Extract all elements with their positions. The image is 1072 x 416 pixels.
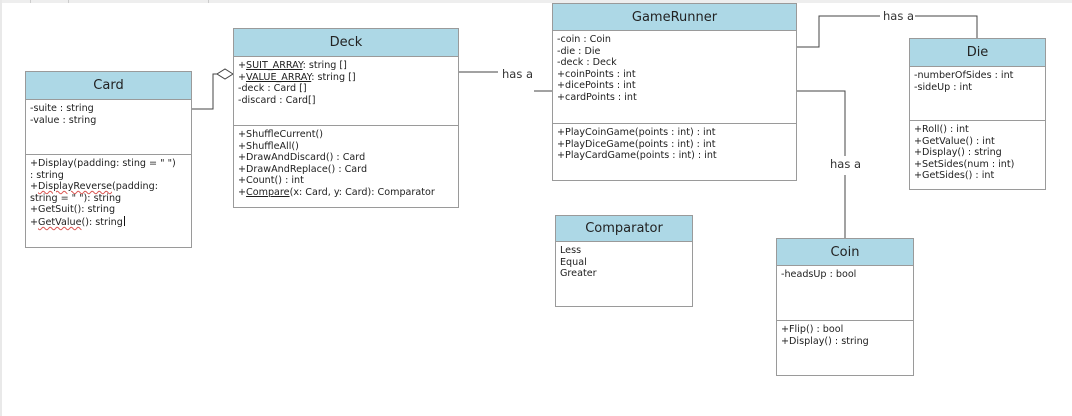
- method: +Flip() : bool: [781, 324, 844, 335]
- class-gamerunner-attributes: -coin : Coin -die : Die -deck : Deck +co…: [553, 31, 796, 124]
- class-gamerunner-title: GameRunner: [553, 4, 796, 31]
- class-die-attributes: -numberOfSides : int -sideUp : int: [910, 67, 1045, 121]
- enum-value: Equal: [560, 256, 587, 268]
- method: +ShuffleAll(): [238, 140, 299, 152]
- attribute: -deck : Card []: [238, 83, 307, 95]
- method: +Display(padding: sting = " "): [30, 158, 176, 169]
- class-comparator-values: Less Equal Greater: [556, 242, 692, 283]
- attribute: -value : string: [30, 114, 97, 126]
- attribute: +coinPoints : int: [557, 68, 636, 80]
- class-card-methods: +Display(padding: sting = " ") : string …: [26, 155, 191, 232]
- class-coin-methods: +Flip() : bool +Display() : string: [777, 321, 913, 350]
- method: +GetSuit(): string: [30, 204, 116, 216]
- method: +GetValue(): string: [30, 215, 125, 228]
- attribute: -numberOfSides : int: [914, 70, 1014, 81]
- class-gamerunner[interactable]: GameRunner -coin : Coin -die : Die -deck…: [552, 3, 797, 181]
- gamerunner-die-connector-end: [914, 15, 978, 39]
- class-die-title: Die: [910, 39, 1045, 67]
- method: +Roll() : int: [914, 124, 969, 135]
- class-coin-title: Coin: [777, 239, 913, 266]
- method: +Compare(x: Card, y: Card): Comparator: [238, 186, 435, 198]
- aggregation-diamond: [216, 68, 234, 80]
- attribute: +SUIT_ARRAY: string []: [238, 60, 347, 71]
- card-deck-connector[interactable]: [191, 73, 233, 110]
- method: +SetSides(num : int): [914, 158, 1015, 170]
- attribute: -sideUp : int: [914, 81, 973, 93]
- canvas-left-edge: [0, 0, 2, 416]
- enum-value: Less: [560, 245, 582, 256]
- class-die[interactable]: Die -numberOfSides : int -sideUp : int +…: [909, 38, 1046, 190]
- method: +PlayDiceGame(points : int) : int: [557, 138, 716, 150]
- text-cursor: [123, 215, 125, 226]
- attribute: +cardPoints : int: [557, 91, 637, 103]
- class-deck-title: Deck: [234, 29, 458, 57]
- class-deck[interactable]: Deck +SUIT_ARRAY: string [] +VALUE_ARRAY…: [233, 28, 459, 208]
- class-comparator[interactable]: Comparator Less Equal Greater: [555, 215, 693, 307]
- attribute: -headsUp : bool: [781, 269, 857, 280]
- attribute: -discard : Card[]: [238, 94, 316, 106]
- deck-gamerunner-label: has a: [501, 67, 535, 81]
- method: +DrawAndReplace() : Card: [238, 163, 368, 175]
- gamerunner-coin-label: has a: [829, 157, 863, 171]
- method: +PlayCoinGame(points : int) : int: [557, 127, 716, 138]
- method-continuation: : string: [30, 169, 64, 181]
- attribute: +VALUE_ARRAY: string []: [238, 71, 356, 83]
- class-coin-attributes: -headsUp : bool: [777, 266, 913, 321]
- method: +PlayCardGame(points : int) : int: [557, 150, 717, 162]
- gamerunner-die-label: has a: [882, 9, 916, 23]
- attribute: +dicePoints : int: [557, 80, 636, 92]
- gamerunner-die-connector[interactable]: [797, 15, 880, 48]
- gamerunner-coin-connector[interactable]: [797, 90, 846, 156]
- class-gamerunner-methods: +PlayCoinGame(points : int) : int +PlayD…: [553, 124, 796, 165]
- attribute: -deck : Deck: [557, 57, 617, 69]
- class-comparator-title: Comparator: [556, 216, 692, 242]
- class-card-title: Card: [26, 72, 191, 100]
- method: +Count() : int: [238, 175, 304, 187]
- method: +DrawAndDiscard() : Card: [238, 152, 366, 164]
- class-card[interactable]: Card -suite : string -value : string +Di…: [25, 71, 192, 248]
- attribute: -coin : Coin: [557, 34, 611, 45]
- method: +GetSides() : int: [914, 170, 995, 182]
- method: +DisplayReverse(padding:: [30, 181, 158, 193]
- attribute: -suite : string: [30, 103, 94, 114]
- canvas-ruler: [0, 0, 1072, 3]
- method: +ShuffleCurrent(): [238, 129, 323, 140]
- class-card-attributes: -suite : string -value : string: [26, 100, 191, 155]
- method-continuation: string = " "): string: [30, 192, 122, 204]
- class-deck-methods: +ShuffleCurrent() +ShuffleAll() +DrawAnd…: [234, 126, 458, 202]
- method: +Display() : string: [914, 147, 1002, 159]
- enum-value: Greater: [560, 268, 597, 280]
- class-die-methods: +Roll() : int +GetValue() : int +Display…: [910, 121, 1045, 185]
- class-coin[interactable]: Coin -headsUp : bool +Flip() : bool +Dis…: [776, 238, 914, 376]
- class-deck-attributes: +SUIT_ARRAY: string [] +VALUE_ARRAY: str…: [234, 57, 458, 126]
- method: +Display() : string: [781, 335, 869, 347]
- method: +GetValue() : int: [914, 135, 995, 147]
- attribute: -die : Die: [557, 45, 601, 57]
